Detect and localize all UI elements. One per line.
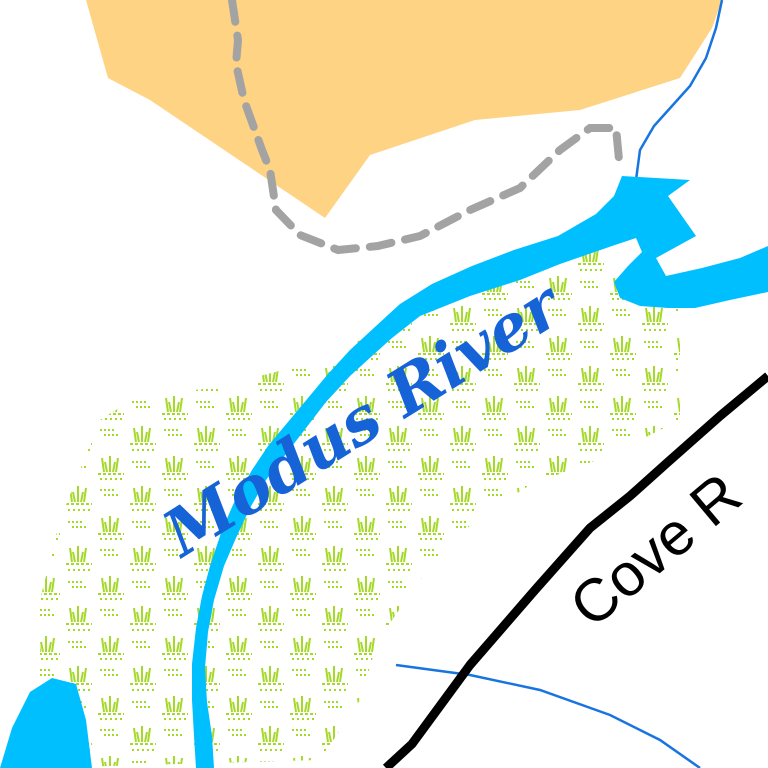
trail-dashed [228,0,624,255]
tan-land-area [86,0,722,218]
marsh-area [40,232,680,768]
pond [0,678,92,768]
stream-south [395,663,701,768]
stream-north [634,0,724,181]
road [382,372,768,768]
road-label: Cove R [557,460,753,640]
